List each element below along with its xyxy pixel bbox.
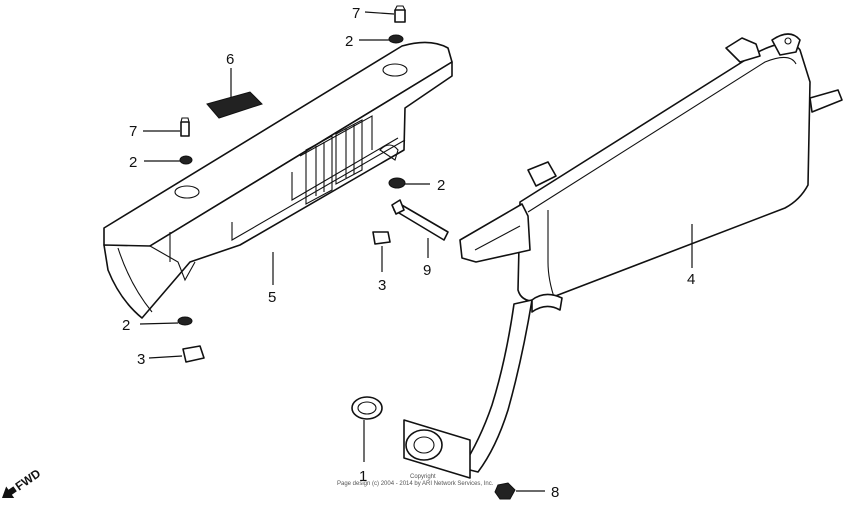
copyright-notice: Copyright Page design (c) 2004 - 2014 by…: [337, 474, 494, 487]
callout-9: 9: [423, 262, 431, 279]
fwd-label: FWD: [13, 466, 44, 493]
washer-part-2-lower[interactable]: [177, 316, 193, 326]
washer-part-2-right[interactable]: [388, 177, 406, 189]
callout-5: 5: [268, 289, 276, 306]
bolt-part-9[interactable]: [391, 199, 449, 241]
callout-7-top: 7: [352, 5, 360, 22]
rubber-cushion-part-3-right[interactable]: [372, 231, 391, 245]
washer-part-2-top[interactable]: [388, 34, 404, 44]
exhaust-gasket-part-1[interactable]: [351, 396, 383, 420]
callout-2-left: 2: [129, 154, 137, 171]
bolt-part-7-top[interactable]: [394, 5, 406, 23]
callout-2-top: 2: [345, 33, 353, 50]
exhaust-pipe[interactable]: [403, 293, 563, 479]
fwd-arrow-icon: [2, 486, 17, 498]
protector-vent-slots: [305, 119, 363, 205]
callout-7-left: 7: [129, 123, 137, 140]
caution-label-part-6[interactable]: [206, 91, 263, 119]
callout-3-right: 3: [378, 277, 386, 294]
fwd-indicator: FWD: [2, 466, 44, 498]
copyright-line-1: Copyright: [410, 474, 436, 480]
callout-8: 8: [551, 484, 559, 501]
callout-2-lower: 2: [122, 317, 130, 334]
callout-3-lower: 3: [137, 351, 145, 368]
callout-4: 4: [687, 271, 695, 288]
bolt-part-7-left[interactable]: [180, 117, 190, 137]
leader-lines: [139, 11, 693, 492]
nut-part-8[interactable]: [494, 482, 516, 500]
washer-part-2-left[interactable]: [179, 155, 193, 165]
rubber-cushion-part-3-lower[interactable]: [182, 345, 205, 363]
callout-labels: 7 2 6 7 2 2 9 3 5 4 2 3 1 8: [122, 5, 695, 501]
callout-6: 6: [226, 51, 234, 68]
muffler-protector-part-5[interactable]: [103, 41, 453, 319]
callout-2-right: 2: [437, 177, 445, 194]
callout-1: 1: [359, 468, 367, 485]
muffler-part-4[interactable]: [459, 33, 843, 303]
copyright-line-2: Page design (c) 2004 - 2014 by ARI Netwo…: [337, 481, 494, 487]
